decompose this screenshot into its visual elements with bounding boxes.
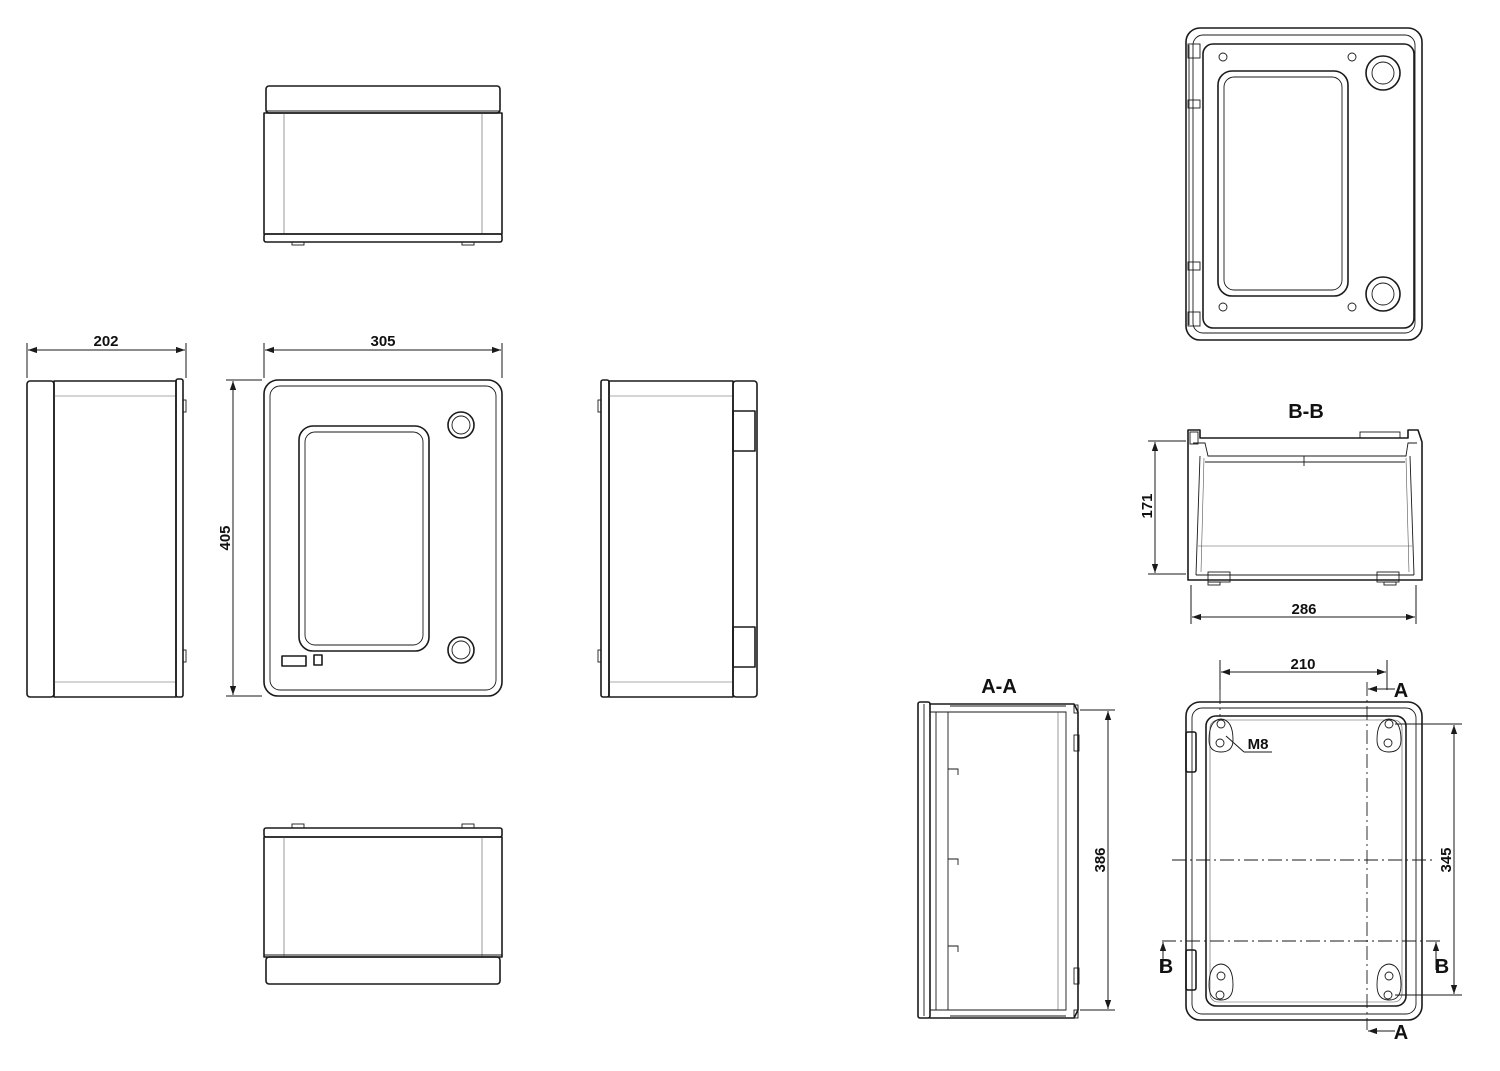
section-aa-dimensions (1080, 709, 1115, 1011)
mounting-dimensions (1219, 660, 1462, 996)
cut-label-a-bottom: A (1394, 1022, 1408, 1044)
dim-front-width: 305 (370, 333, 395, 350)
dim-section-aa-height: 386 (1092, 847, 1109, 872)
mounting-view (1159, 682, 1440, 1035)
cut-label-b-right: B (1435, 956, 1449, 978)
dimension-lines-left (26, 343, 503, 697)
section-bb-title: B-B (1288, 401, 1324, 423)
dim-section-bb-height: 171 (1139, 493, 1156, 518)
top-view (263, 85, 503, 246)
bottom-view (263, 823, 503, 985)
rear-view (1185, 27, 1423, 341)
front-view (263, 379, 503, 697)
section-bb-dimensions (1148, 440, 1417, 624)
dim-mount-width: 210 (1290, 656, 1315, 673)
left-side-view (26, 378, 187, 698)
dim-section-bb-width: 286 (1291, 601, 1316, 618)
section-aa (917, 701, 1080, 1019)
dim-mount-height: 345 (1438, 847, 1455, 872)
dim-front-height: 405 (217, 525, 234, 550)
section-aa-title: A-A (981, 676, 1017, 698)
thread-label: M8 (1248, 736, 1269, 753)
cut-label-b-left: B (1159, 956, 1173, 978)
dim-side-depth: 202 (93, 333, 118, 350)
right-side-view (597, 379, 758, 698)
section-bb (1187, 429, 1423, 586)
cut-label-a-top: A (1394, 680, 1408, 702)
